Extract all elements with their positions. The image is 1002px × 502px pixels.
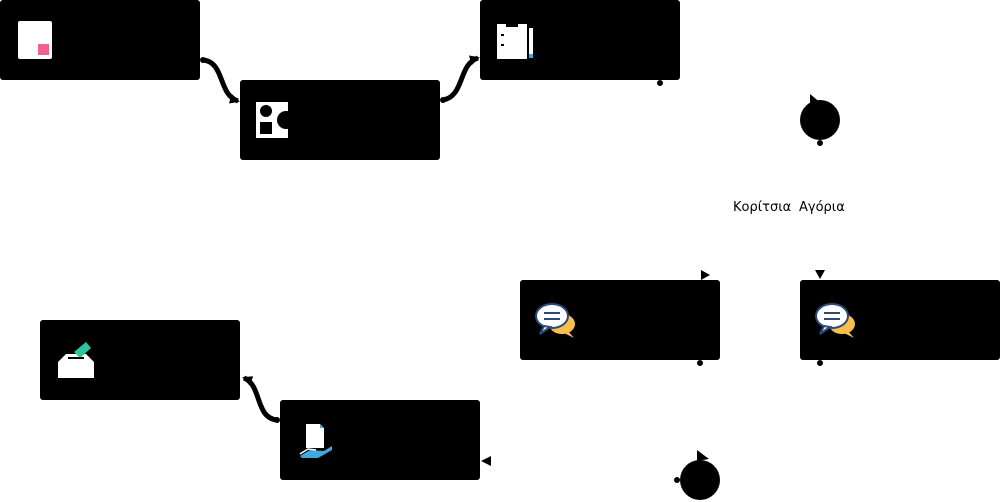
step-node-2[interactable]: [240, 80, 440, 160]
step-node-boys-chat[interactable]: [800, 280, 1000, 360]
connector-dot: [817, 360, 823, 366]
branch-label-girls: Κορίτσια: [733, 200, 792, 215]
connector-dot: [657, 80, 663, 86]
document-icon: [18, 21, 52, 59]
step-node-6[interactable]: [280, 400, 480, 480]
document-in-hand-icon: [299, 424, 332, 458]
decision-node-bottom: [674, 450, 720, 500]
step-node-girls-chat[interactable]: [520, 280, 720, 360]
step-node-3[interactable]: [480, 0, 680, 80]
chat-bubbles-icon: [815, 303, 855, 338]
arrow-to-boys: [815, 270, 825, 279]
step-node-1[interactable]: [0, 0, 200, 80]
branch-label-boys: Αγόρια: [799, 200, 845, 215]
connector-6-7: [242, 375, 280, 423]
arrow-to-girls: [701, 270, 710, 280]
clipboard-pencil-icon: [497, 21, 533, 59]
connector-dot: [697, 360, 703, 366]
connector-1-2: [200, 57, 240, 104]
ballot-box-icon: [58, 342, 94, 378]
arrow-to-document-hand: [481, 456, 491, 466]
chat-bubbles-icon: [535, 303, 575, 338]
step-node-7[interactable]: [40, 320, 240, 400]
connector-2-3: [440, 55, 480, 103]
shapes-icon: [256, 102, 295, 138]
decision-node-top: [800, 94, 840, 146]
